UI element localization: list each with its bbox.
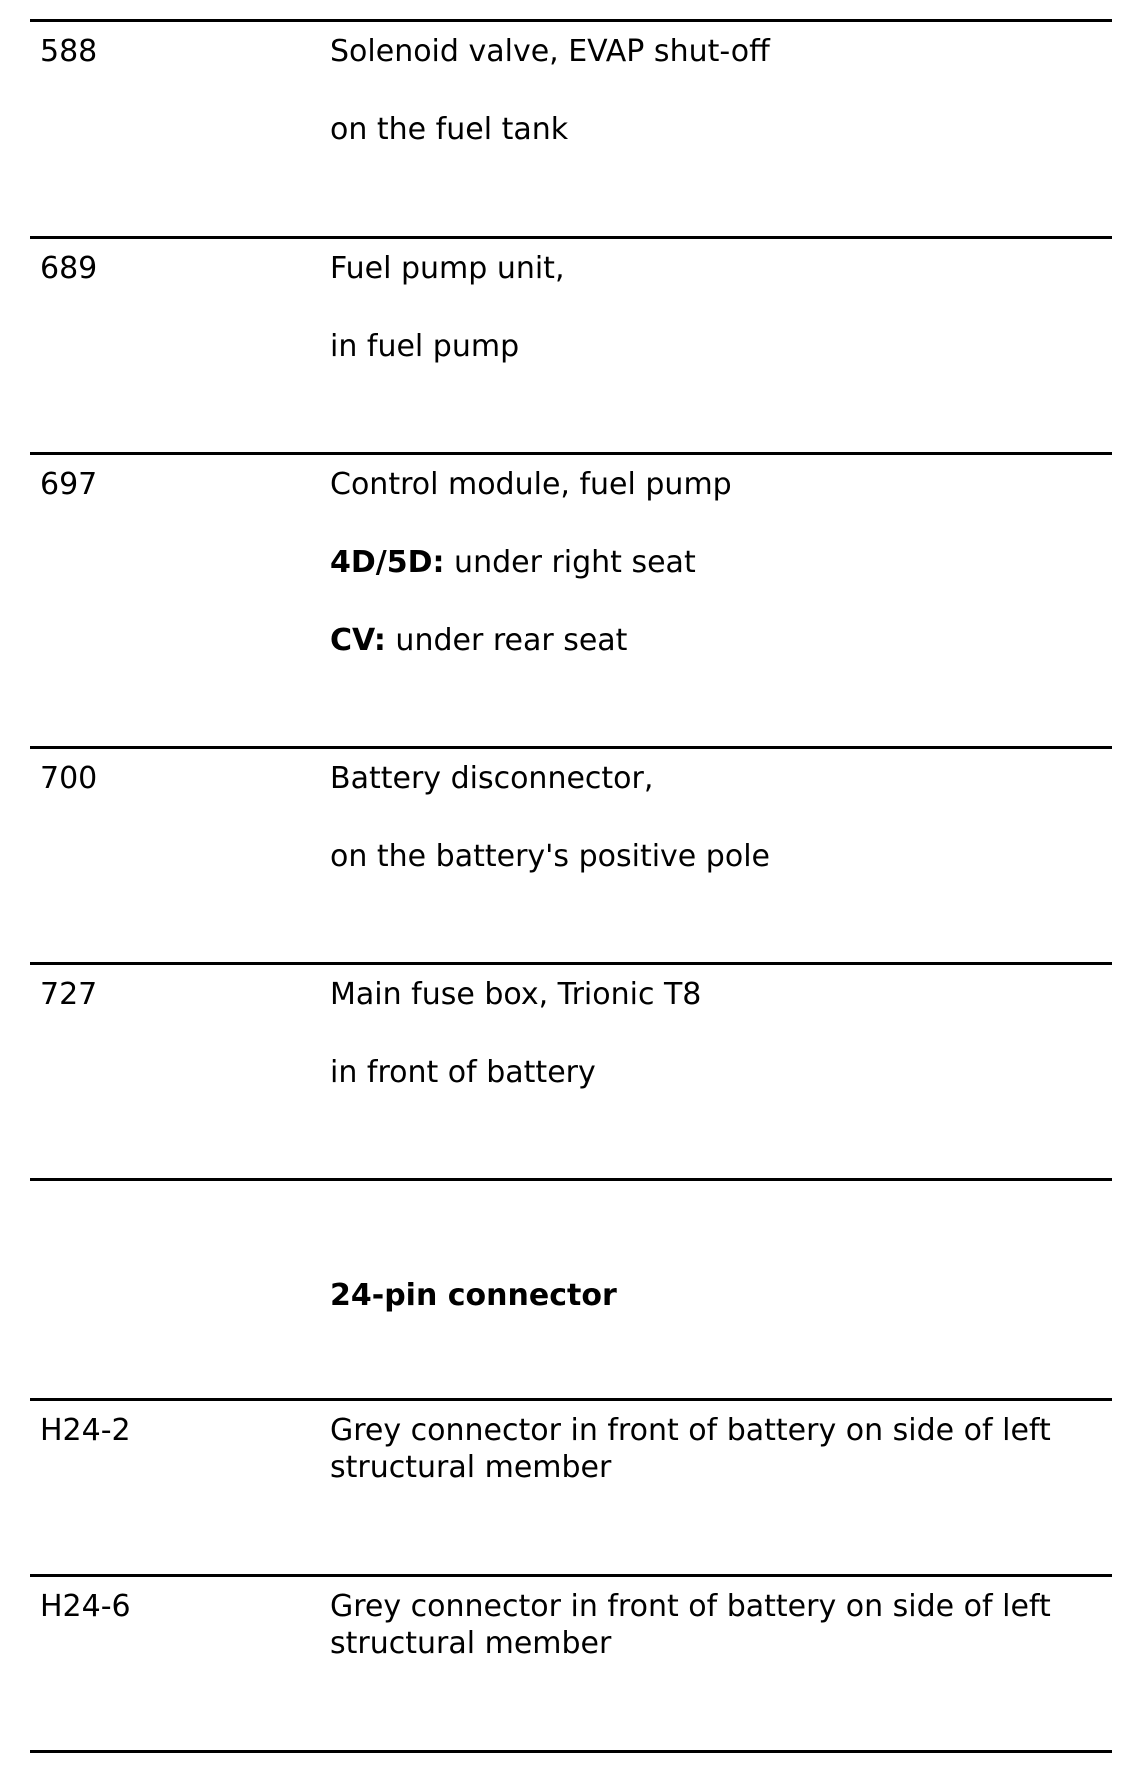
component-description: Control module, fuel pump 4D/5D: under r… [330,466,1110,660]
table-row: H24-2 Grey connector in front of battery… [30,1398,1112,1574]
connector-code: H24-2 [40,1413,131,1448]
variant-label: 4D/5D: [330,545,445,580]
variant-label: CV: [330,623,386,658]
variant-location: under right seat [444,545,696,580]
connector-code: H24-6 [40,1589,131,1624]
component-code: 588 [40,34,98,69]
description-line: CV: under rear seat [330,622,1110,660]
description-line: on the fuel tank [330,112,569,147]
section-heading-row: 24-pin connector [30,1178,1112,1398]
component-list: 588 Solenoid valve, EVAP shut-off on the… [30,19,1112,1753]
component-description: Battery disconnector, on the battery's p… [330,760,1110,876]
table-row: H24-6 Grey connector in front of battery… [30,1574,1112,1750]
variant-location: under rear seat [385,623,628,658]
description-line: in fuel pump [330,329,520,364]
component-code: 727 [40,977,98,1012]
connector-description: Grey connector in front of battery on si… [330,1412,1110,1486]
description-line: Grey connector in front of battery on si… [330,1589,1051,1661]
table-row: 700 Battery disconnector, on the battery… [30,746,1112,962]
description-line: 4D/5D: under right seat [330,544,1110,582]
component-code: 700 [40,761,98,796]
description-line: Battery disconnector, [330,761,654,796]
section-heading: 24-pin connector [330,1278,617,1313]
table-row: 588 Solenoid valve, EVAP shut-off on the… [30,19,1112,236]
component-code: 689 [40,251,98,286]
description-line: on the battery's positive pole [330,839,770,874]
description-line: Main fuse box, Trionic T8 [330,977,702,1012]
component-code: 697 [40,467,98,502]
description-line: in front of battery [330,1055,596,1090]
connector-description: Grey connector in front of battery on si… [330,1588,1110,1662]
description-line: Fuel pump unit, [330,251,565,286]
table-row: 689 Fuel pump unit, in fuel pump [30,236,1112,452]
component-description: Main fuse box, Trionic T8 in front of ba… [330,976,1110,1092]
description-line: Control module, fuel pump [330,467,732,502]
description-line: Solenoid valve, EVAP shut-off [330,34,770,69]
component-description: Fuel pump unit, in fuel pump [330,250,1110,366]
description-line: Grey connector in front of battery on si… [330,1413,1051,1485]
table-row: 727 Main fuse box, Trionic T8 in front o… [30,962,1112,1178]
component-description: Solenoid valve, EVAP shut-off on the fue… [330,33,1110,149]
table-row: 697 Control module, fuel pump 4D/5D: und… [30,452,1112,746]
table-bottom-rule [30,1750,1112,1753]
